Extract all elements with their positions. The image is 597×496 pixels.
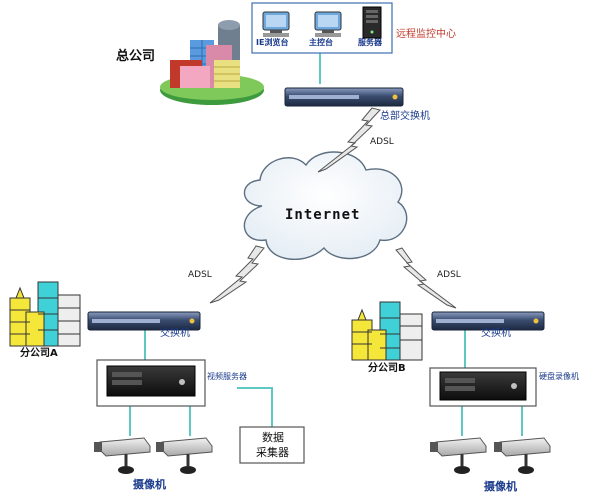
remote-monitoring-center — [251, 2, 393, 54]
monitor-icon — [262, 11, 290, 37]
camera-icon — [430, 437, 487, 474]
headquarters-buildings-icon — [160, 20, 264, 105]
remote-center-label: 远程监控中心 — [396, 29, 456, 40]
server-tower-icon — [362, 6, 382, 39]
dvr-icon — [429, 367, 537, 407]
headquarters-label: 总公司 — [116, 49, 156, 64]
connection-lines — [129, 53, 523, 436]
hq-network-switch-icon — [284, 87, 404, 107]
branch-b-switch-icon — [431, 311, 545, 331]
camera-icon — [94, 437, 151, 474]
internet-cloud-icon — [243, 151, 408, 260]
branch-b-label: 分公司B — [368, 363, 406, 374]
camera-icon — [156, 437, 213, 474]
data-collector-label-line2: 采集器 — [256, 446, 289, 459]
data-collector-box — [239, 426, 305, 464]
lightning-link-icon — [395, 247, 457, 309]
data-collector-label-line1: 数据 — [262, 431, 284, 444]
camera-icon — [494, 437, 551, 474]
video-server-label: 视频服务器 — [207, 372, 247, 381]
branch-a-label: 分公司A — [20, 348, 58, 359]
switch-a-label: 交换机 — [160, 328, 190, 339]
adsl-hq-label: ADSL — [370, 137, 394, 147]
lightning-link-icon — [317, 107, 381, 173]
switch-b-label: 交换机 — [481, 328, 511, 339]
adsl-branch-b-label: ADSL — [437, 270, 461, 280]
branch-b-buildings-icon — [351, 301, 423, 361]
branch-a-switch-icon — [87, 311, 201, 331]
monitor-icon — [314, 11, 342, 37]
branch-a-buildings-icon — [9, 281, 81, 347]
internet-label: Internet — [285, 207, 361, 223]
lightning-link-icon — [209, 245, 265, 304]
server-label: 服务器 — [358, 38, 382, 47]
video-server-icon — [96, 359, 206, 407]
hq-switch-label: 总部交换机 — [380, 111, 430, 122]
camera-a-label: 摄像机 — [133, 478, 166, 491]
camera-b-label: 摄像机 — [484, 480, 517, 493]
ie-console-label: IE浏览台 — [256, 38, 289, 47]
master-console-label: 主控台 — [309, 38, 333, 47]
dvr-label: 硬盘录像机 — [539, 372, 579, 381]
adsl-branch-a-label: ADSL — [188, 270, 212, 280]
